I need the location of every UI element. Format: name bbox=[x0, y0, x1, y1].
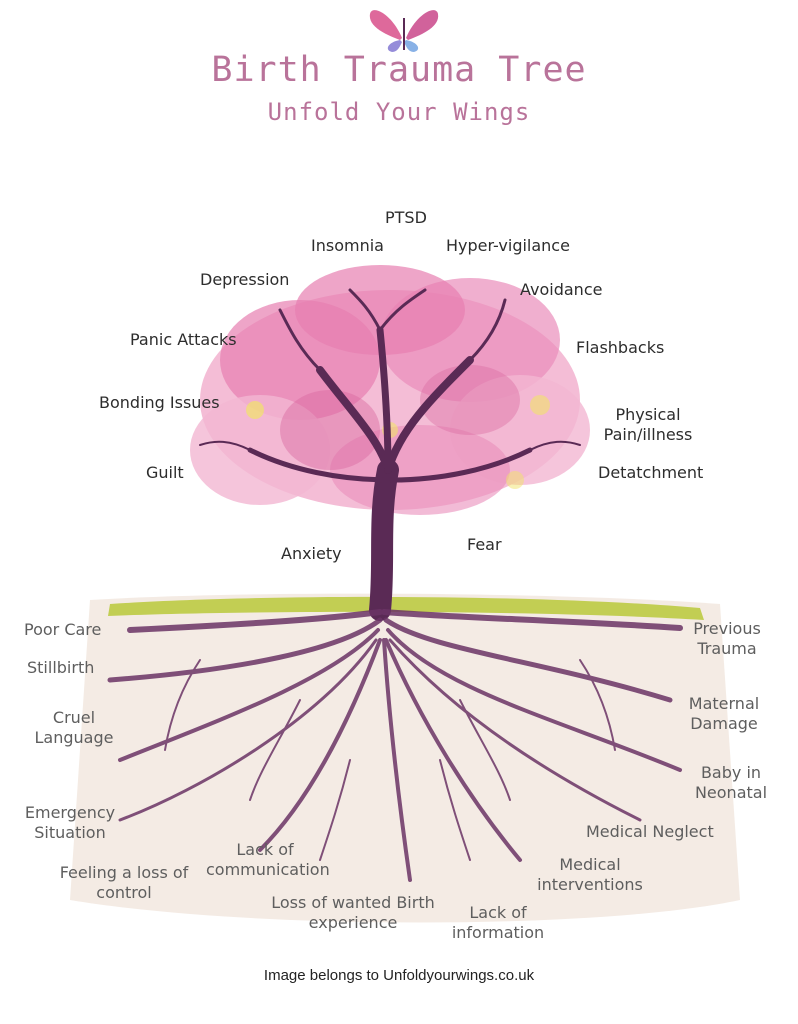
tree-roots bbox=[107, 609, 683, 882]
label-detatchment: Detatchment bbox=[598, 463, 704, 482]
tree-trunk bbox=[199, 288, 581, 621]
label-maternal-damage: Maternal Damage bbox=[688, 694, 760, 733]
label-lack-of-communication: Lack of communication bbox=[206, 840, 330, 879]
label-previous-trauma: Previous Trauma bbox=[693, 619, 761, 658]
label-avoidance: Avoidance bbox=[520, 280, 603, 299]
label-stillbirth: Stillbirth bbox=[27, 658, 95, 677]
label-cruel-language: Cruel Language bbox=[34, 708, 114, 747]
label-poor-care: Poor Care bbox=[24, 620, 102, 639]
label-baby-in-neonatal: Baby in Neonatal bbox=[694, 763, 768, 802]
label-emergency-situation: Emergency Situation bbox=[24, 803, 116, 842]
label-flashbacks: Flashbacks bbox=[576, 338, 665, 357]
label-panic-attacks: Panic Attacks bbox=[130, 330, 237, 349]
image-credit: Image belongs to Unfoldyourwings.co.uk bbox=[263, 967, 535, 984]
label-depression: Depression bbox=[200, 270, 290, 289]
label-insomnia: Insomnia bbox=[311, 236, 384, 255]
label-hyper-vigilance: Hyper-vigilance bbox=[446, 236, 570, 255]
label-loss-of-birth-experience: Loss of wanted Birth experience bbox=[271, 893, 435, 932]
label-fear: Fear bbox=[467, 535, 502, 554]
label-ptsd: PTSD bbox=[385, 208, 427, 227]
label-guilt: Guilt bbox=[146, 463, 184, 482]
page-subtitle: Unfold Your Wings bbox=[267, 98, 531, 126]
label-lack-of-information: Lack of information bbox=[451, 903, 545, 942]
page-title: Birth Trauma Tree bbox=[211, 50, 587, 90]
label-medical-neglect: Medical Neglect bbox=[586, 822, 714, 841]
label-bonding-issues: Bonding Issues bbox=[99, 393, 220, 412]
label-physical-pain: Physical Pain/illness bbox=[603, 405, 693, 444]
butterfly-icon bbox=[369, 10, 439, 52]
label-medical-interventions: Medical interventions bbox=[537, 855, 643, 894]
label-loss-of-control: Feeling a loss of control bbox=[59, 863, 189, 902]
label-anxiety: Anxiety bbox=[281, 544, 342, 563]
